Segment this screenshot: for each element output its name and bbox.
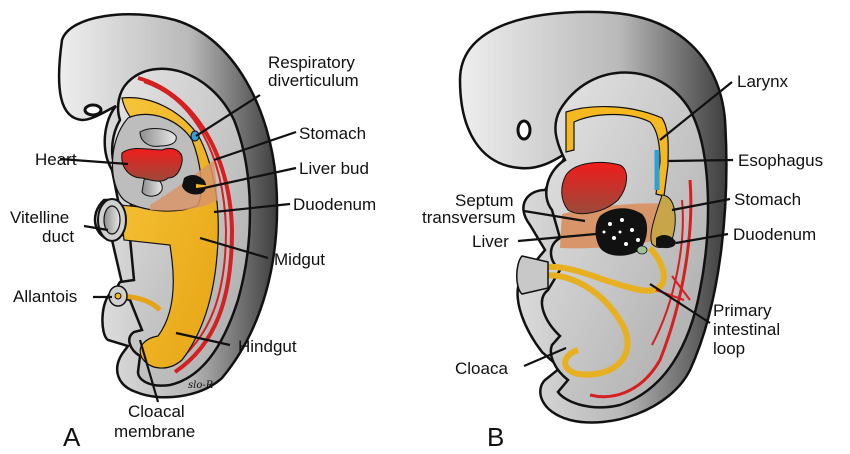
label-larynx: Larynx bbox=[737, 72, 789, 91]
label-allantois: Allantois bbox=[13, 287, 77, 306]
panel-a-labels: Respiratory diverticulum Stomach Heart L… bbox=[10, 53, 376, 452]
embryo-b-primary-intestinal-loop bbox=[539, 245, 667, 378]
embryo-a-heart bbox=[121, 148, 183, 182]
embryo-b-eye bbox=[516, 119, 532, 141]
embryo-b-pancreas bbox=[636, 245, 648, 255]
panel-a bbox=[57, 13, 279, 399]
panel-letter-b: B bbox=[487, 422, 504, 452]
embryo-b-duodenum bbox=[656, 235, 676, 249]
panel-b bbox=[458, 10, 728, 424]
label-duodenum-b: Duodenum bbox=[733, 225, 816, 244]
embryo-b-heart bbox=[561, 162, 627, 215]
label-cloaca: Cloaca bbox=[455, 359, 508, 378]
label-stomach-b: Stomach bbox=[734, 190, 801, 209]
panel-b-labels: Larynx Esophagus Septum transversum Stom… bbox=[422, 72, 823, 452]
label-cloacal-membrane-1: Cloacal bbox=[128, 402, 185, 421]
label-respiratory-diverticulum-1: Respiratory bbox=[268, 53, 355, 72]
label-septum-transversum-2: transversum bbox=[422, 208, 516, 227]
embryo-a-dorsal-aorta bbox=[137, 76, 235, 374]
label-midgut: Midgut bbox=[274, 250, 325, 269]
label-septum-transversum-1: Septum bbox=[455, 191, 514, 210]
artist-signature: slo-R bbox=[188, 380, 214, 391]
label-primary-intestinal-loop-1: Primary bbox=[713, 301, 772, 320]
label-liver-bud: Liver bud bbox=[299, 159, 369, 178]
label-respiratory-diverticulum-2: diverticulum bbox=[268, 71, 359, 90]
embryo-a-liver-bud bbox=[182, 174, 207, 195]
embryo-a-respiratory-diverticulum bbox=[190, 130, 200, 142]
label-primary-intestinal-loop-3: loop bbox=[713, 339, 745, 358]
label-cloacal-membrane-2: membrane bbox=[114, 422, 195, 441]
label-vitelline-duct-1: Vitelline bbox=[10, 208, 69, 227]
embryo-a-eye bbox=[83, 103, 103, 117]
embryo-b-dorsal-aorta bbox=[589, 179, 693, 399]
label-stomach-a: Stomach bbox=[299, 124, 366, 143]
label-esophagus: Esophagus bbox=[738, 151, 823, 170]
embryo-a-cavity bbox=[139, 128, 177, 147]
label-primary-intestinal-loop-2: intestinal bbox=[713, 320, 780, 339]
label-vitelline-duct-2: duct bbox=[42, 227, 74, 246]
label-liver: Liver bbox=[472, 232, 509, 251]
label-hindgut: Hindgut bbox=[238, 337, 297, 356]
embryo-b-vitelline-duct bbox=[516, 255, 549, 295]
label-duodenum-a: Duodenum bbox=[293, 195, 376, 214]
label-heart: Heart bbox=[35, 150, 77, 169]
panel-letter-a: A bbox=[63, 422, 81, 452]
